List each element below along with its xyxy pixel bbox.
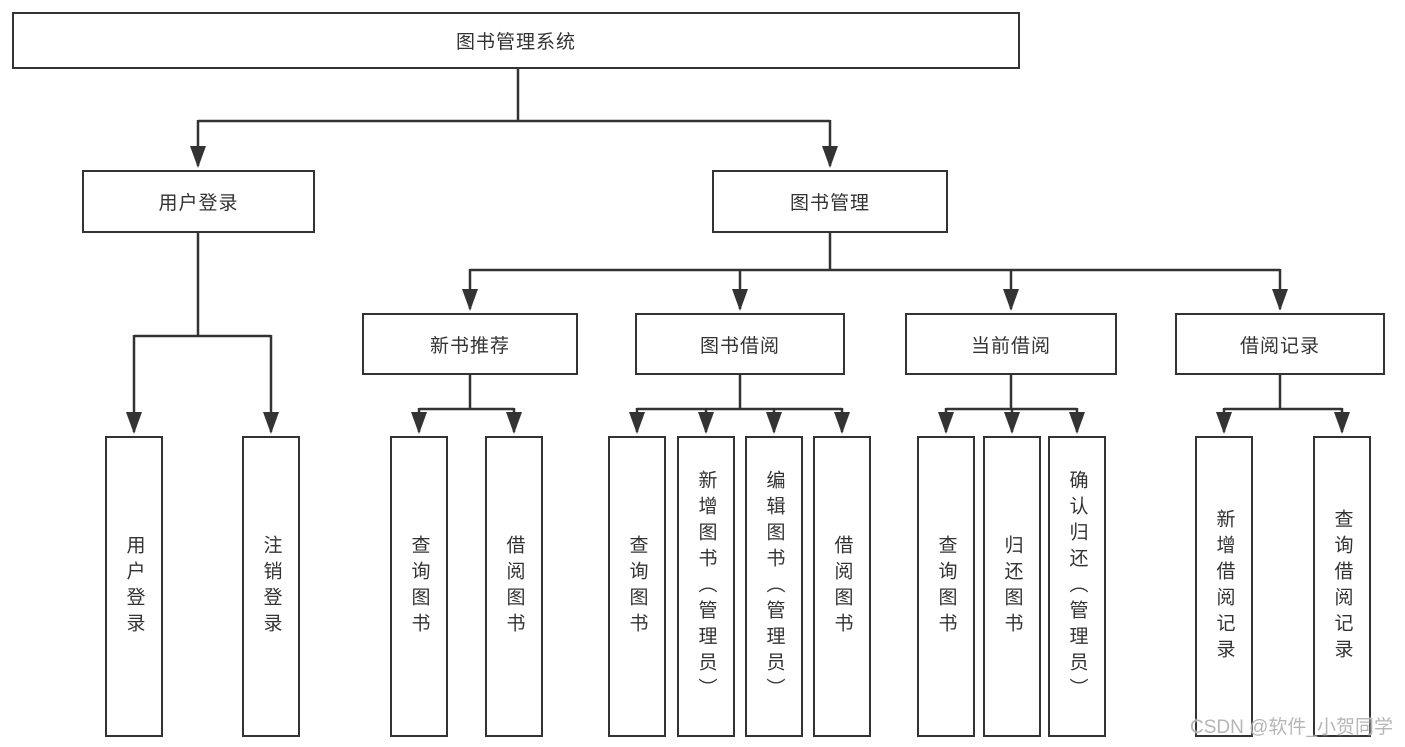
node-leaf-cb-return-book: 归还图书 bbox=[983, 436, 1041, 737]
node-leaf-cb-query-book: 查询图书 bbox=[917, 436, 975, 737]
node-leaf-nbr-borrow-book: 借阅图书 bbox=[485, 436, 543, 737]
node-user-login: 用户登录 bbox=[82, 170, 315, 233]
node-leaf-br-add-record-label: 新增借阅记录 bbox=[1213, 508, 1235, 665]
node-book-borrow-label: 图书借阅 bbox=[699, 335, 780, 357]
csdn-watermark: CSDN @软件_小贺同学 bbox=[1190, 717, 1393, 738]
node-leaf-br-add-record: 新增借阅记录 bbox=[1195, 436, 1253, 737]
node-leaf-nbr-borrow-book-label: 借阅图书 bbox=[503, 534, 525, 639]
node-borrow-record: 借阅记录 bbox=[1175, 313, 1385, 375]
node-leaf-bb-borrow-book: 借阅图书 bbox=[813, 436, 871, 737]
node-leaf-nbr-query-book-label: 查询图书 bbox=[408, 534, 430, 639]
node-leaf-cb-return-book-label: 归还图书 bbox=[1001, 534, 1023, 639]
node-new-book-recommend-label: 新书推荐 bbox=[429, 335, 510, 357]
node-leaf-cb-confirm-return-admin-label: 确认归还（管理员） bbox=[1066, 469, 1088, 704]
node-leaf-user-login: 用户登录 bbox=[105, 436, 163, 737]
node-current-borrow: 当前借阅 bbox=[905, 313, 1117, 375]
node-leaf-cb-query-book-label: 查询图书 bbox=[935, 534, 957, 639]
node-leaf-bb-add-book-admin-label: 新增图书（管理员） bbox=[695, 469, 717, 704]
node-borrow-record-label: 借阅记录 bbox=[1239, 335, 1320, 357]
node-leaf-logout: 注销登录 bbox=[242, 436, 300, 737]
node-system-root-label: 图书管理系统 bbox=[455, 32, 576, 53]
node-leaf-nbr-query-book: 查询图书 bbox=[390, 436, 448, 737]
node-leaf-user-login-label: 用户登录 bbox=[123, 534, 145, 639]
node-leaf-bb-add-book-admin: 新增图书（管理员） bbox=[677, 436, 735, 737]
node-leaf-logout-label: 注销登录 bbox=[260, 534, 282, 639]
node-leaf-br-query-record-label: 查询借阅记录 bbox=[1331, 508, 1353, 665]
node-book-management-label: 图书管理 bbox=[789, 193, 870, 214]
node-system-root: 图书管理系统 bbox=[12, 12, 1020, 69]
node-leaf-br-query-record: 查询借阅记录 bbox=[1313, 436, 1371, 737]
node-leaf-cb-confirm-return-admin: 确认归还（管理员） bbox=[1048, 436, 1106, 737]
node-leaf-bb-borrow-book-label: 借阅图书 bbox=[831, 534, 853, 639]
node-leaf-bb-query-book-label: 查询图书 bbox=[626, 534, 648, 639]
node-new-book-recommend: 新书推荐 bbox=[362, 313, 578, 375]
node-current-borrow-label: 当前借阅 bbox=[970, 335, 1051, 357]
node-leaf-bb-edit-book-admin-label: 编辑图书（管理员） bbox=[763, 469, 785, 704]
node-leaf-bb-query-book: 查询图书 bbox=[608, 436, 666, 737]
node-book-borrow: 图书借阅 bbox=[635, 313, 845, 375]
node-user-login-label: 用户登录 bbox=[158, 193, 239, 214]
node-leaf-bb-edit-book-admin: 编辑图书（管理员） bbox=[745, 436, 803, 737]
node-book-management: 图书管理 bbox=[712, 170, 948, 233]
